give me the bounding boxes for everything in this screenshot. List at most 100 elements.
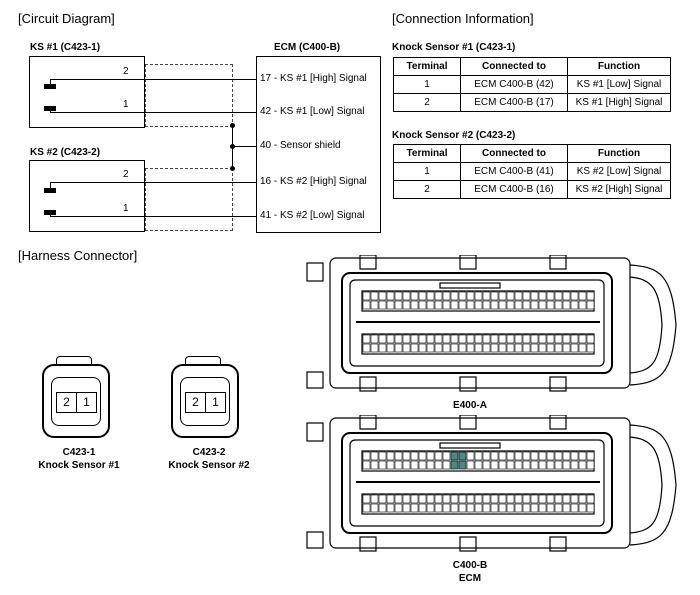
table-row: 2 ECM C400-B (16) KS #2 [High] Signal (393, 180, 671, 199)
ks1-low-wire (50, 112, 256, 113)
pin-cavity (570, 503, 579, 513)
pin-cavity (514, 334, 523, 344)
pin-cavity (530, 460, 539, 470)
pin-cavity (450, 291, 459, 301)
ks2-lead-top (50, 182, 51, 188)
pin-cavity (378, 334, 387, 344)
pin-cavity (554, 494, 563, 504)
pin-cavity (410, 503, 419, 513)
pin-cavity (522, 343, 531, 353)
pin-cavity (530, 451, 539, 461)
pin-cavity (450, 494, 459, 504)
pin-cavity (570, 343, 579, 353)
shield-to-ecm-wire (232, 146, 256, 147)
pin-cavity (554, 343, 563, 353)
col-connected-to: Connected to (460, 144, 568, 163)
col-terminal: Terminal (393, 144, 461, 163)
pin-cavity (362, 300, 371, 310)
ecm-title: ECM (C400-B) (274, 42, 341, 53)
pin-cavity (522, 291, 531, 301)
pin-cavity (450, 460, 459, 470)
ks2-connection-table: Terminal Connected to Function 1 ECM C40… (393, 144, 671, 199)
ks2-title: KS #2 (C423-2) (30, 147, 101, 158)
pin-cavity (402, 494, 411, 504)
pin-cavity (394, 451, 403, 461)
pin-cavity (386, 451, 395, 461)
pin-cavity (546, 460, 555, 470)
pin-cavity (482, 334, 491, 344)
connector-code: C423-1 (62, 447, 96, 458)
pin-cavity (362, 460, 371, 470)
pin-cavity (418, 460, 427, 470)
connector-code: C400-B (452, 560, 488, 571)
pin-cavity (458, 343, 467, 353)
pin-cavity (386, 460, 395, 470)
pin-cavity (450, 334, 459, 344)
pin-cavity (442, 300, 451, 310)
pin-cavity (562, 343, 571, 353)
pin-cavity (442, 460, 451, 470)
pin-cavity (418, 503, 427, 513)
pin-cavity (362, 343, 371, 353)
pin-cavity (514, 291, 523, 301)
pin-cavity (402, 291, 411, 301)
ecm-pin-16: 16 - KS #2 [High] Signal (260, 176, 367, 187)
pin-cavity (402, 343, 411, 353)
pin-cavity (394, 334, 403, 344)
pin-cavity (394, 494, 403, 504)
pin-cell: 2 (56, 392, 77, 413)
pin-cavity (546, 300, 555, 310)
pin-cavity (386, 343, 395, 353)
pin-cavity (426, 451, 435, 461)
pin-cavity (442, 291, 451, 301)
ecm-pin-41: 41 - KS #2 [Low] Signal (260, 210, 365, 221)
pin-cavity (410, 334, 419, 344)
pin-cavity (394, 300, 403, 310)
pin-cavity (490, 451, 499, 461)
c400-b-connector (306, 415, 677, 552)
pin-cavity (522, 451, 531, 461)
pin-cavity (498, 300, 507, 310)
pin-cavity (434, 291, 443, 301)
pin-cavity (418, 334, 427, 344)
cell: 2 (393, 180, 461, 199)
pin-cavity (546, 334, 555, 344)
pin-cavity (538, 343, 547, 353)
pin-cavity (362, 334, 371, 344)
col-function: Function (567, 57, 671, 76)
ks1-wire-label-2: 2 (123, 66, 129, 77)
pin-cavity (466, 291, 475, 301)
cell: KS #2 [Low] Signal (567, 162, 671, 181)
pin-cavity (578, 451, 587, 461)
cell: ECM C400-B (42) (460, 75, 568, 94)
pin-cavity (490, 300, 499, 310)
pin-cavity (498, 494, 507, 504)
pin-cavity (530, 343, 539, 353)
pin-cavity (370, 343, 379, 353)
cell: KS #1 [Low] Signal (567, 75, 671, 94)
pin-cavity (410, 460, 419, 470)
pin-cavity (394, 291, 403, 301)
pin-cavity (474, 343, 483, 353)
pin-cavity (434, 300, 443, 310)
pin-cavity (586, 334, 595, 344)
pin-cavity (514, 503, 523, 513)
connector-code: E400-A (453, 400, 487, 411)
pin-cavity (506, 494, 515, 504)
pin-cavity (506, 291, 515, 301)
pin-cavity (482, 451, 491, 461)
pin-cavity (514, 300, 523, 310)
pin-cavity (442, 451, 451, 461)
pin-cavity (506, 460, 515, 470)
pin-cavity (386, 291, 395, 301)
table-header-row: Terminal Connected to Function (393, 57, 671, 76)
pin-cavity (370, 291, 379, 301)
table-row: 1 ECM C400-B (41) KS #2 [Low] Signal (393, 162, 671, 181)
pin-cavity (434, 460, 443, 470)
ks1-high-wire (50, 79, 256, 80)
pin-cavity (434, 503, 443, 513)
pin-cavity (434, 494, 443, 504)
ks1-lead-top (50, 79, 51, 84)
pin-cavity (378, 451, 387, 461)
pin-cavity (586, 343, 595, 353)
